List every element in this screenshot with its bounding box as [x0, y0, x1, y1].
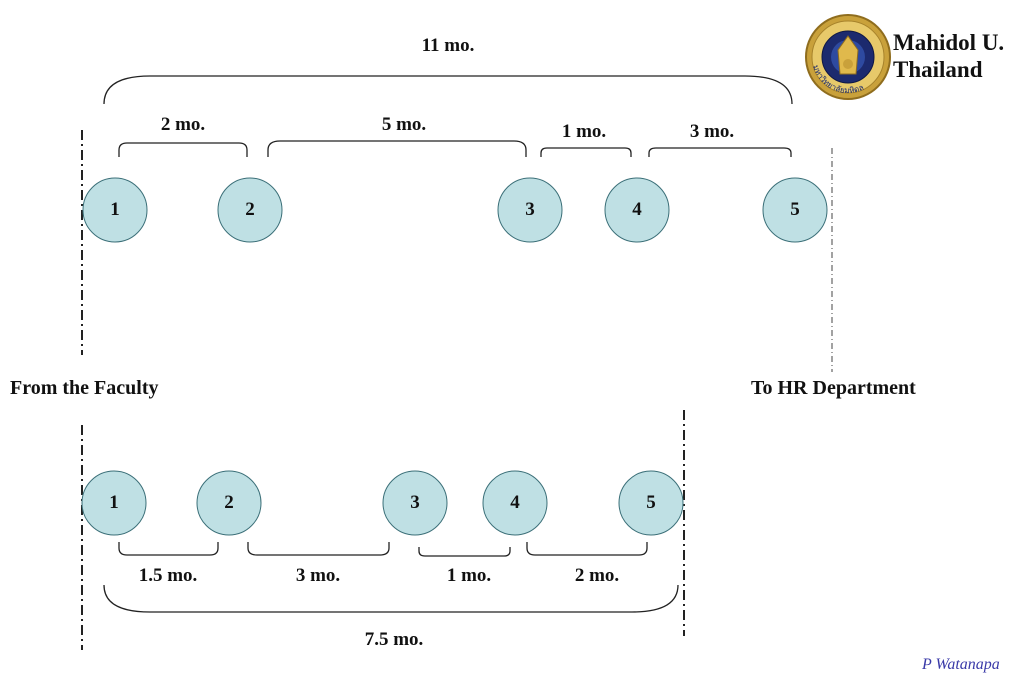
bottom-interval-bracket: [118, 542, 219, 556]
source-label: From the Faculty: [10, 377, 159, 399]
top-step-node: [604, 177, 670, 243]
top-interval-bracket: [540, 147, 632, 157]
top-interval-label: 2 mo.: [160, 114, 206, 135]
top-step-node: [82, 177, 148, 243]
top-interval-label: 3 mo.: [689, 121, 735, 142]
top-step-number: 2: [245, 199, 255, 220]
bottom-step-number: 3: [410, 492, 420, 513]
top-total-brace: [103, 75, 793, 105]
bottom-step-number: 2: [224, 492, 234, 513]
bottom-total-brace: [103, 584, 679, 613]
top-interval-bracket: [118, 142, 248, 157]
top-interval-bracket: [648, 147, 792, 157]
bottom-total-duration: 7.5 mo.: [364, 629, 424, 650]
bottom-step-number: 1: [109, 492, 119, 513]
bottom-interval-bracket: [247, 542, 390, 556]
bottom-interval-label: 1.5 mo.: [138, 565, 198, 586]
author-credit: P Watanapa: [922, 656, 1000, 673]
top-step-number: 3: [525, 199, 535, 220]
bottom-interval-label: 3 mo.: [295, 565, 341, 586]
top-step-node: [497, 177, 563, 243]
bottom-step-node: [618, 470, 684, 536]
institution-line-2: Thailand: [893, 57, 983, 82]
bottom-interval-label: 1 mo.: [446, 565, 492, 586]
bottom-step-number: 5: [646, 492, 656, 513]
top-step-node: [762, 177, 828, 243]
bottom-step-node: [81, 470, 147, 536]
top-step-number: 5: [790, 199, 800, 220]
top-interval-label: 1 mo.: [561, 121, 607, 142]
bottom-step-node: [196, 470, 262, 536]
top-interval-bracket: [267, 140, 527, 157]
institution-name: Mahidol U. Thailand: [893, 29, 1004, 83]
bottom-step-node: [482, 470, 548, 536]
bottom-interval-bracket: [526, 542, 648, 556]
destination-label: To HR Department: [751, 377, 916, 399]
top-step-number: 4: [632, 199, 642, 220]
bottom-step-number: 4: [510, 492, 520, 513]
bottom-step-node: [382, 470, 448, 536]
bottom-interval-bracket: [418, 547, 511, 557]
top-interval-label: 5 mo.: [381, 114, 427, 135]
top-step-number: 1: [110, 199, 120, 220]
institution-line-1: Mahidol U.: [893, 30, 1005, 55]
university-seal-icon: มหาวิทยาลัยมหิดล: [805, 14, 891, 100]
top-total-duration: 11 mo.: [421, 35, 475, 56]
bottom-interval-label: 2 mo.: [574, 565, 620, 586]
top-step-node: [217, 177, 283, 243]
